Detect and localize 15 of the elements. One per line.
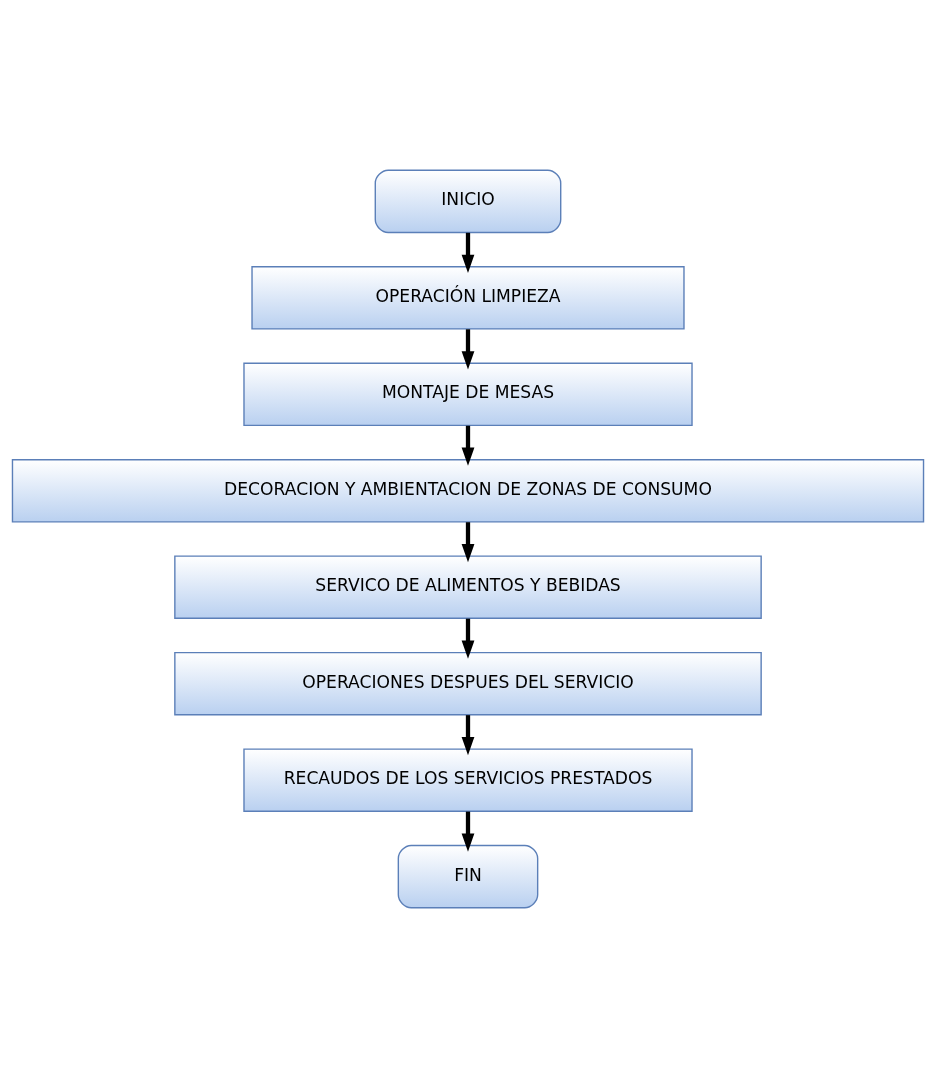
arrow: [461, 425, 475, 466]
node-box: RECAUDOS DE LOS SERVICIOS PRESTADOS: [243, 748, 693, 812]
arrow: [461, 811, 475, 852]
node-box: SERVICO DE ALIMENTOS Y BEBIDAS: [174, 555, 762, 619]
node-box: OPERACIONES DESPUES DEL SERVICIO: [174, 651, 762, 716]
node-box: INICIO: [374, 169, 562, 234]
node-box: DECORACION Y AMBIENTACION DE ZONAS DE CONSUMO: [11, 459, 925, 523]
node-box: OPERACIÓN LIMPIEZA: [251, 266, 685, 330]
arrow: [461, 522, 475, 563]
arrow: [461, 715, 475, 756]
arrow: [461, 232, 475, 273]
arrow: [461, 329, 475, 370]
node-box: MONTAJE DE MESAS: [243, 362, 693, 427]
arrow: [461, 618, 475, 659]
node-box: FIN: [397, 844, 539, 909]
